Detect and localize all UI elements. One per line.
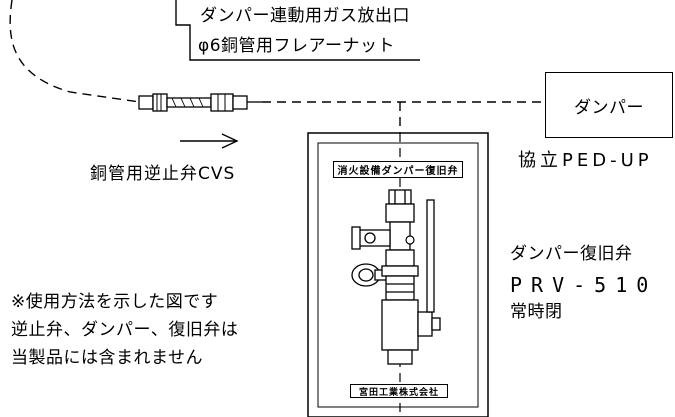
reset-valve-name: ダンパー復旧弁 bbox=[510, 244, 633, 264]
damper-label: ダンパー bbox=[574, 97, 644, 118]
panel-maker-plate: 宮田工業株式会社 bbox=[350, 384, 448, 398]
damper-model: 協立PED-UP bbox=[518, 150, 653, 171]
panel-maker: 宮田工業株式会社 bbox=[358, 387, 439, 398]
reset-valve-model: PRV-510 bbox=[510, 273, 658, 297]
flow-arrow-icon bbox=[180, 133, 239, 149]
panel-title: 消火設備ダンパー復旧弁 bbox=[337, 166, 459, 177]
damper-box: ダンパー bbox=[545, 72, 673, 138]
note-line-1: ※使用方法を示した図です bbox=[11, 292, 219, 312]
callout-frame bbox=[175, 0, 420, 61]
reset-valve-state: 常時閉 bbox=[510, 302, 563, 322]
callout-line-1: ダンパー連動用ガス放出口 bbox=[200, 6, 410, 26]
panel-title-plate: 消火設備ダンパー復旧弁 bbox=[333, 161, 463, 178]
valve-panel-inner bbox=[317, 142, 479, 408]
reset-valve-icon bbox=[351, 189, 441, 365]
note-line-2: 逆止弁、ダンパー、復旧弁は bbox=[11, 320, 239, 340]
note-line-3: 当製品には含まれません bbox=[11, 348, 203, 368]
check-valve-label: 銅管用逆止弁CVS bbox=[90, 164, 236, 184]
check-valve-icon bbox=[138, 93, 262, 112]
dashed-pipe-curve bbox=[9, 0, 141, 103]
callout-line-2: φ6銅管用フレアーナット bbox=[198, 36, 396, 56]
